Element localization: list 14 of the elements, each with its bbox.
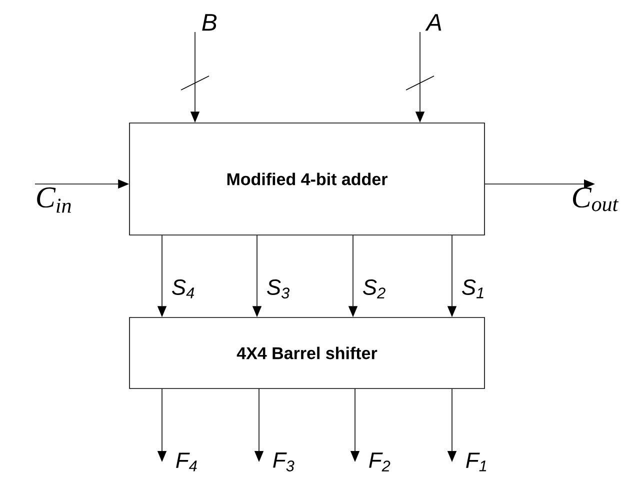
input-label: A xyxy=(425,14,442,31)
edge-label: S$_{3}$ xyxy=(267,279,290,299)
edge-label: S$_{1}$ xyxy=(462,279,484,298)
carry-label: C$_{out}$ xyxy=(572,187,619,212)
output-label: F$_{2}$ xyxy=(369,452,390,472)
output-label: F$_{3}$ xyxy=(273,452,294,472)
output-label: F$_{1}$ xyxy=(466,452,486,472)
edge-label: S$_{2}$ xyxy=(363,279,386,298)
edge-label: S$_{4}$ xyxy=(172,279,194,298)
shifter-box: 4X4 Barrel shifter xyxy=(129,317,485,389)
input-label: B xyxy=(202,14,217,31)
adder-box: Modified 4-bit adder xyxy=(129,122,485,236)
output-label: F$_{4}$ xyxy=(176,452,197,472)
carry-label: C$_{in}$ xyxy=(37,187,71,213)
